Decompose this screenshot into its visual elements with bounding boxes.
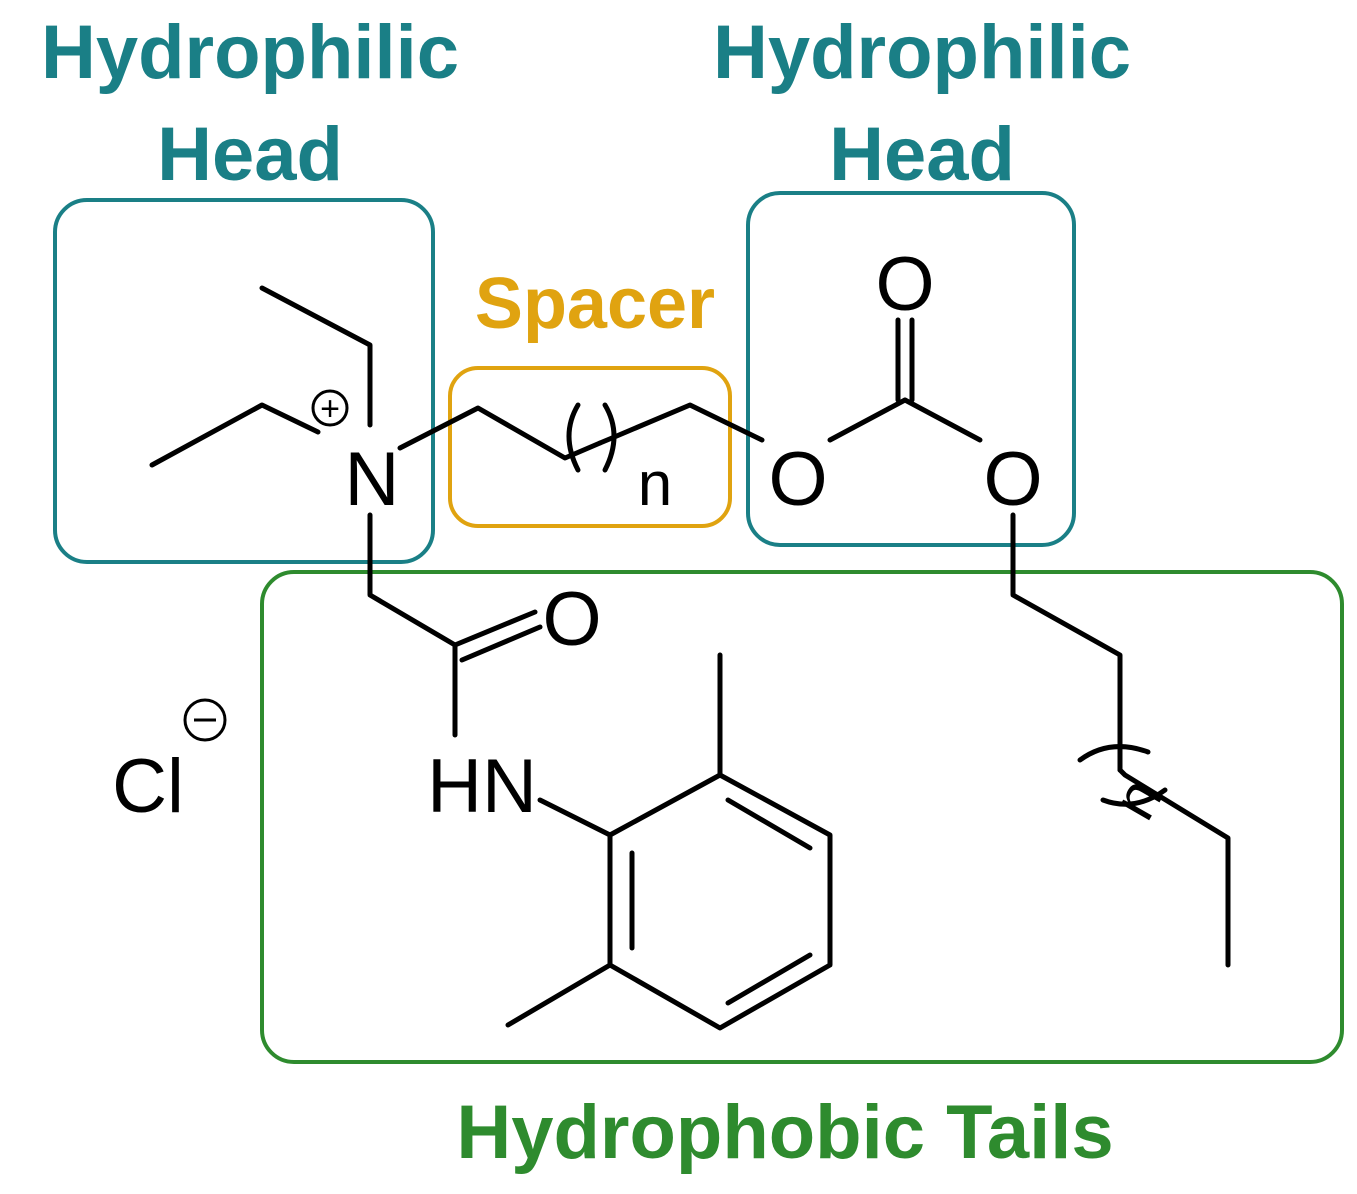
spacer-paren-open — [566, 402, 581, 473]
tails-label: Hydrophobic Tails — [456, 1090, 1113, 1175]
spacer-paren-close — [602, 402, 617, 473]
carbonyl-oxygen-top: O — [875, 242, 934, 327]
chloride-ion: Cl — [112, 744, 184, 829]
bond-lines — [149, 285, 1231, 1031]
spacer-repeat-n: n — [638, 450, 672, 519]
head-right-label-line1: Hydrophilic — [713, 10, 1131, 95]
head-left-label-line2: Head — [157, 112, 343, 197]
amide-nh: HN — [427, 744, 537, 829]
ester-oxygen-left: O — [768, 437, 827, 522]
spacer-box — [448, 366, 732, 528]
tail-paren-close — [1100, 787, 1168, 807]
amide-oxygen: O — [542, 577, 601, 662]
hydrophilic-head-right-box — [746, 191, 1076, 547]
hydrophilic-head-left-box — [53, 198, 435, 564]
nitrogen-atom: N — [345, 437, 400, 522]
positive-charge-sign: + — [320, 390, 340, 428]
tail-paren-open — [1077, 744, 1151, 763]
negative-charge-circle — [183, 698, 227, 742]
ester-oxygen-right: O — [983, 437, 1042, 522]
head-left-label-line1: Hydrophilic — [41, 10, 459, 95]
tail-repeat-n: n — [1099, 767, 1176, 831]
spacer-label: Spacer — [475, 264, 715, 344]
head-right-label-line2: Head — [829, 112, 1015, 197]
hydrophobic-tails-box — [260, 570, 1344, 1064]
positive-charge-circle — [311, 389, 349, 427]
